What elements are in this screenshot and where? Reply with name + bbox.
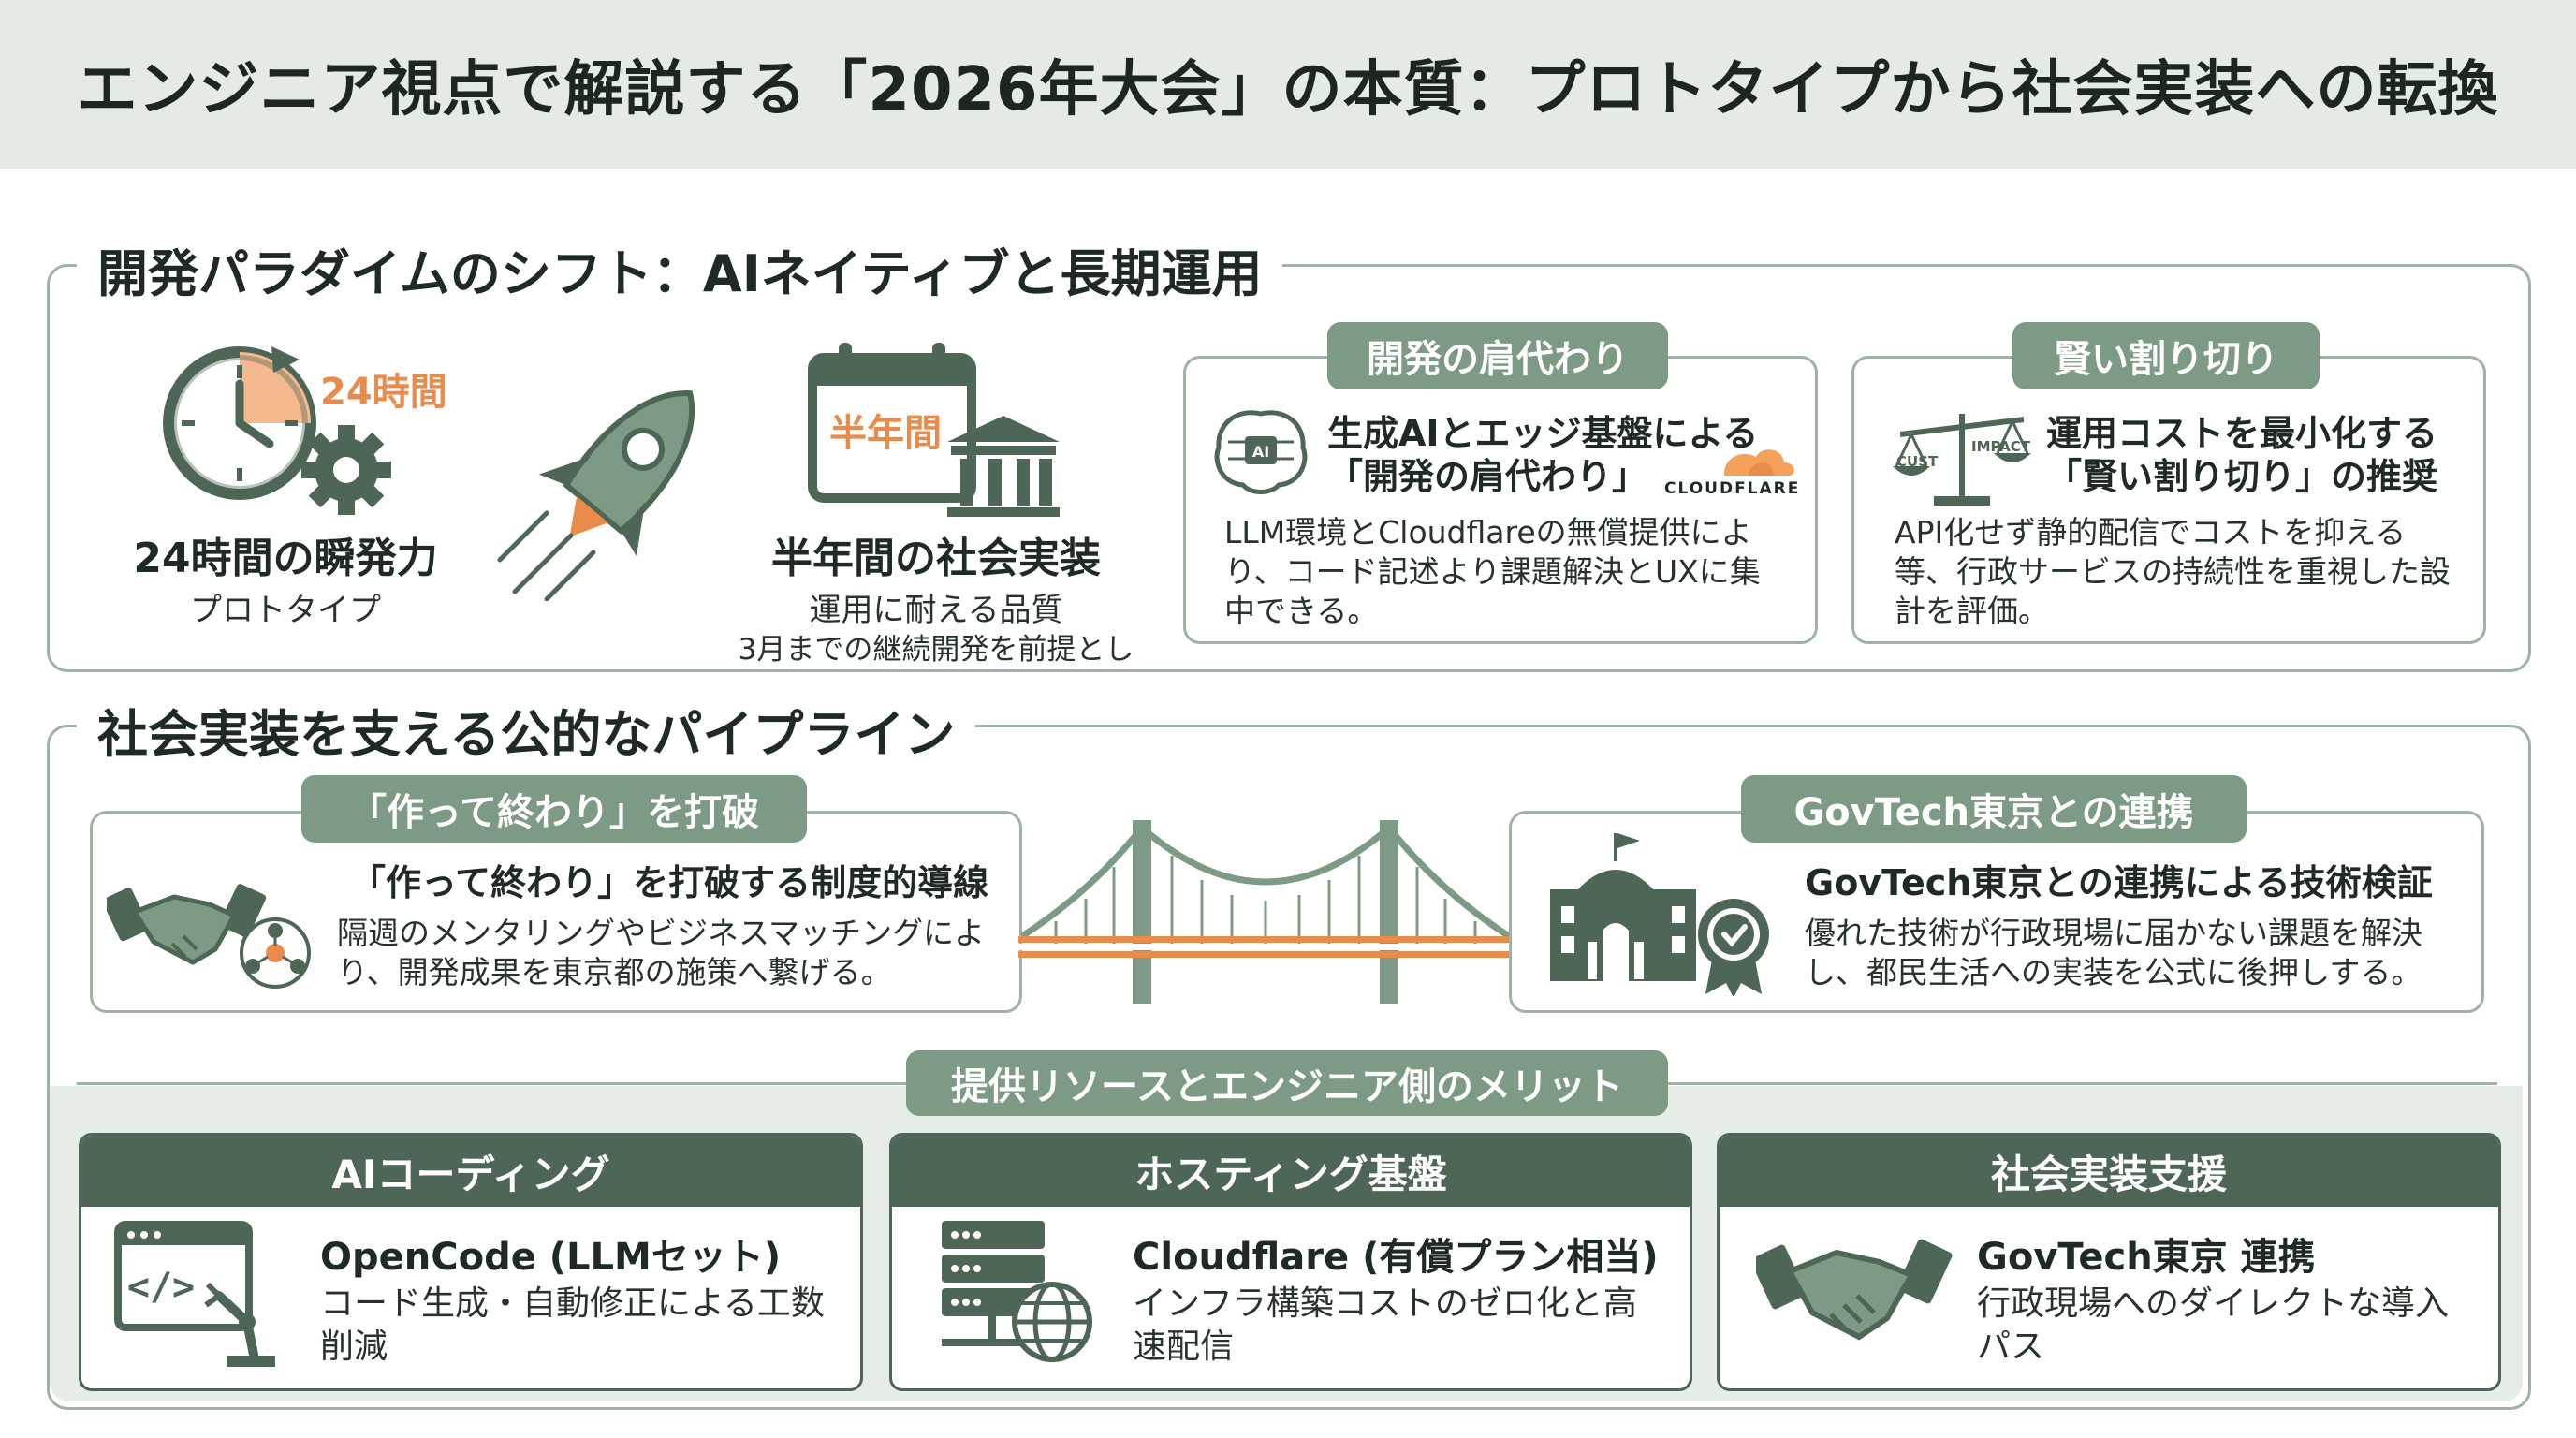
resource-desc-hosting: インフラ構築コストのゼロ化と高速配信 xyxy=(1133,1284,1637,1366)
resource-head-hosting: ホスティング基盤 xyxy=(892,1136,1690,1207)
clock-gear-icon xyxy=(159,339,402,517)
card-smart-tradeoff-head-1: 運用コストを最小化する xyxy=(2046,413,2438,454)
card-dev-delegation-body: LLM環境とCloudflareの無償提供により、コード記述より課題解決とUXに… xyxy=(1224,514,1761,629)
svg-text:</>: </> xyxy=(127,1266,195,1309)
code-robot-icon: </> xyxy=(114,1219,283,1369)
resource-desc-ai-coding: コード生成・自動修正による工数削減 xyxy=(320,1284,825,1366)
sub-half-year-2: 3月までの継続開発を前提とし xyxy=(738,633,1134,667)
section-pipeline-title: 社会実装を支える公的なパイプライン xyxy=(77,693,976,767)
card-smart-tradeoff-head-2: 「賢い割り切り」の推奨 xyxy=(2046,456,2438,497)
cloudflare-logo-icon xyxy=(1659,440,1799,496)
card-dev-delegation xyxy=(1183,356,1818,644)
pill-govtech: GovTech東京との連携 xyxy=(1741,775,2247,843)
card-dev-delegation-head-2: 「開発の肩代わり」 xyxy=(1327,456,1648,497)
cloudflare-logo-text: CLOUDFLARE xyxy=(1664,479,1801,498)
handshake-network-icon xyxy=(107,859,331,1000)
bridge-icon xyxy=(1018,805,1513,1011)
card-dev-delegation-head-1: 生成AIとエッジ基盤による xyxy=(1327,413,1759,454)
badge-24h: 24時間 xyxy=(320,371,447,414)
calendar-building-icon xyxy=(807,339,1060,517)
ai-brain-icon: AI xyxy=(1209,404,1312,498)
page-title: エンジニア視点で解説する「2026年大会」の本質：プロトタイプから社会実装への転… xyxy=(77,55,2499,125)
pill-smart-tradeoff: 賢い割り切り xyxy=(2012,322,2320,389)
resource-title-social-implementation: GovTech東京 連携 xyxy=(1977,1236,2316,1279)
resource-card-social-implementation: 社会実装支援 xyxy=(1717,1133,2501,1391)
label-half-year: 半年間の社会実装 xyxy=(771,535,1101,582)
server-globe-icon xyxy=(938,1217,1106,1367)
pill-institutional-pathway: 「作って終わり」を打破 xyxy=(301,775,807,843)
sub-half-year-1: 運用に耐える品質 xyxy=(809,592,1063,629)
resource-title-ai-coding: OpenCode (LLMセット) xyxy=(320,1236,782,1279)
handshake-icon xyxy=(1756,1225,1953,1356)
header-bar xyxy=(0,0,2576,169)
card-institutional-pathway-head: 「作って終わり」を打破する制度的導線 xyxy=(350,862,989,903)
resource-head-ai-coding: AIコーディング xyxy=(81,1136,860,1207)
badge-half-year: 半年間 xyxy=(829,412,942,455)
svg-text:AI: AI xyxy=(1252,443,1269,461)
resource-desc-social-implementation: 行政現場へのダイレクトな導入パス xyxy=(1977,1284,2450,1366)
section-paradigm-title: 開発パラダイムのシフト：AIネイティブと長期運用 xyxy=(77,232,1283,306)
card-govtech-head: GovTech東京との連携による技術検証 xyxy=(1805,862,2433,903)
government-building-badge-icon xyxy=(1546,828,1780,996)
card-smart-tradeoff-body: API化せず静的配信でコストを抑える等、行政サービスの持続性を重視した設計を評価… xyxy=(1895,514,2451,629)
scale-icon xyxy=(1887,401,2037,513)
card-govtech-body: 優れた技術が行政現場に届かない課題を解決し、都民生活への実装を公式に後押しする。 xyxy=(1805,915,2422,990)
resource-head-social-implementation: 社会実装支援 xyxy=(1720,1136,2498,1207)
scale-label-cost: CUST xyxy=(1896,453,1939,470)
pill-dev-delegation: 開発の肩代わり xyxy=(1327,322,1668,389)
pill-resources: 提供リソースとエンジニア側のメリット xyxy=(906,1050,1668,1116)
resource-card-ai-coding: AIコーディング xyxy=(79,1133,863,1391)
scale-label-impact: IMPACT xyxy=(1971,438,2030,455)
rocket-icon xyxy=(496,358,739,601)
label-24h: 24時間の瞬発力 xyxy=(133,535,438,582)
card-institutional-pathway-body: 隔週のメンタリングやビジネスマッチングにより、開発成果を東京都の施策へ繋げる。 xyxy=(337,915,986,990)
resource-title-hosting: Cloudflare (有償プラン相当) xyxy=(1133,1236,1659,1279)
sub-24h: プロトタイプ xyxy=(190,592,381,629)
